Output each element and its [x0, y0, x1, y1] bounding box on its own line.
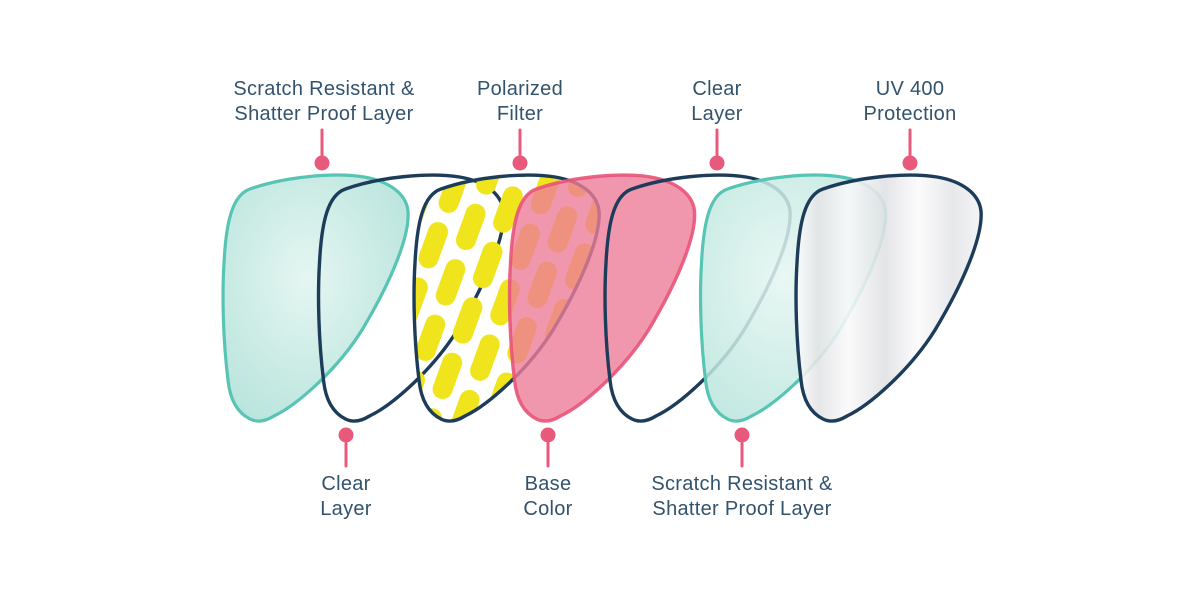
label-line: Scratch Resistant &: [233, 78, 415, 100]
pin-top-clear-layer: [709, 128, 725, 171]
label-line: Filter: [496, 103, 544, 125]
label-top-clear-layer: Clear Layer: [691, 77, 743, 127]
label-line: Layer: [691, 103, 743, 125]
label-line: Clear: [321, 473, 371, 495]
pin-bottom-scratch-resistant: [734, 427, 750, 468]
pin-top-polarized-filter: [512, 128, 528, 171]
label-top-scratch-resistant: Scratch Resistant & Shatter Proof Layer: [233, 77, 414, 127]
pin-top-scratch-resistant: [314, 128, 330, 171]
label-line: Color: [523, 498, 573, 520]
label-line: Protection: [863, 103, 957, 125]
label-line: Scratch Resistant &: [651, 473, 833, 495]
label-line: Clear: [692, 78, 742, 100]
pin-bottom-clear-layer: [338, 427, 354, 468]
label-line: Shatter Proof Layer: [652, 498, 832, 520]
pin-top-uv400: [902, 128, 918, 171]
layer-scratch-resistant-left: [221, 173, 410, 423]
layer-uv400-protection: [794, 173, 983, 423]
label-bottom-base-color: Base Color: [523, 472, 572, 522]
label-line: UV 400: [875, 78, 945, 100]
label-line: Base: [524, 473, 572, 495]
label-line: Shatter Proof Layer: [234, 103, 414, 125]
label-top-uv400: UV 400 Protection: [863, 77, 956, 127]
label-line: Polarized: [476, 78, 564, 100]
label-line: Layer: [320, 498, 372, 520]
layer-base-color: [507, 173, 697, 423]
pin-bottom-base-color: [540, 427, 556, 468]
label-top-polarized-filter: Polarized Filter: [477, 77, 563, 127]
label-bottom-scratch-resistant: Scratch Resistant & Shatter Proof Layer: [651, 472, 832, 522]
label-bottom-clear-layer: Clear Layer: [320, 472, 372, 522]
